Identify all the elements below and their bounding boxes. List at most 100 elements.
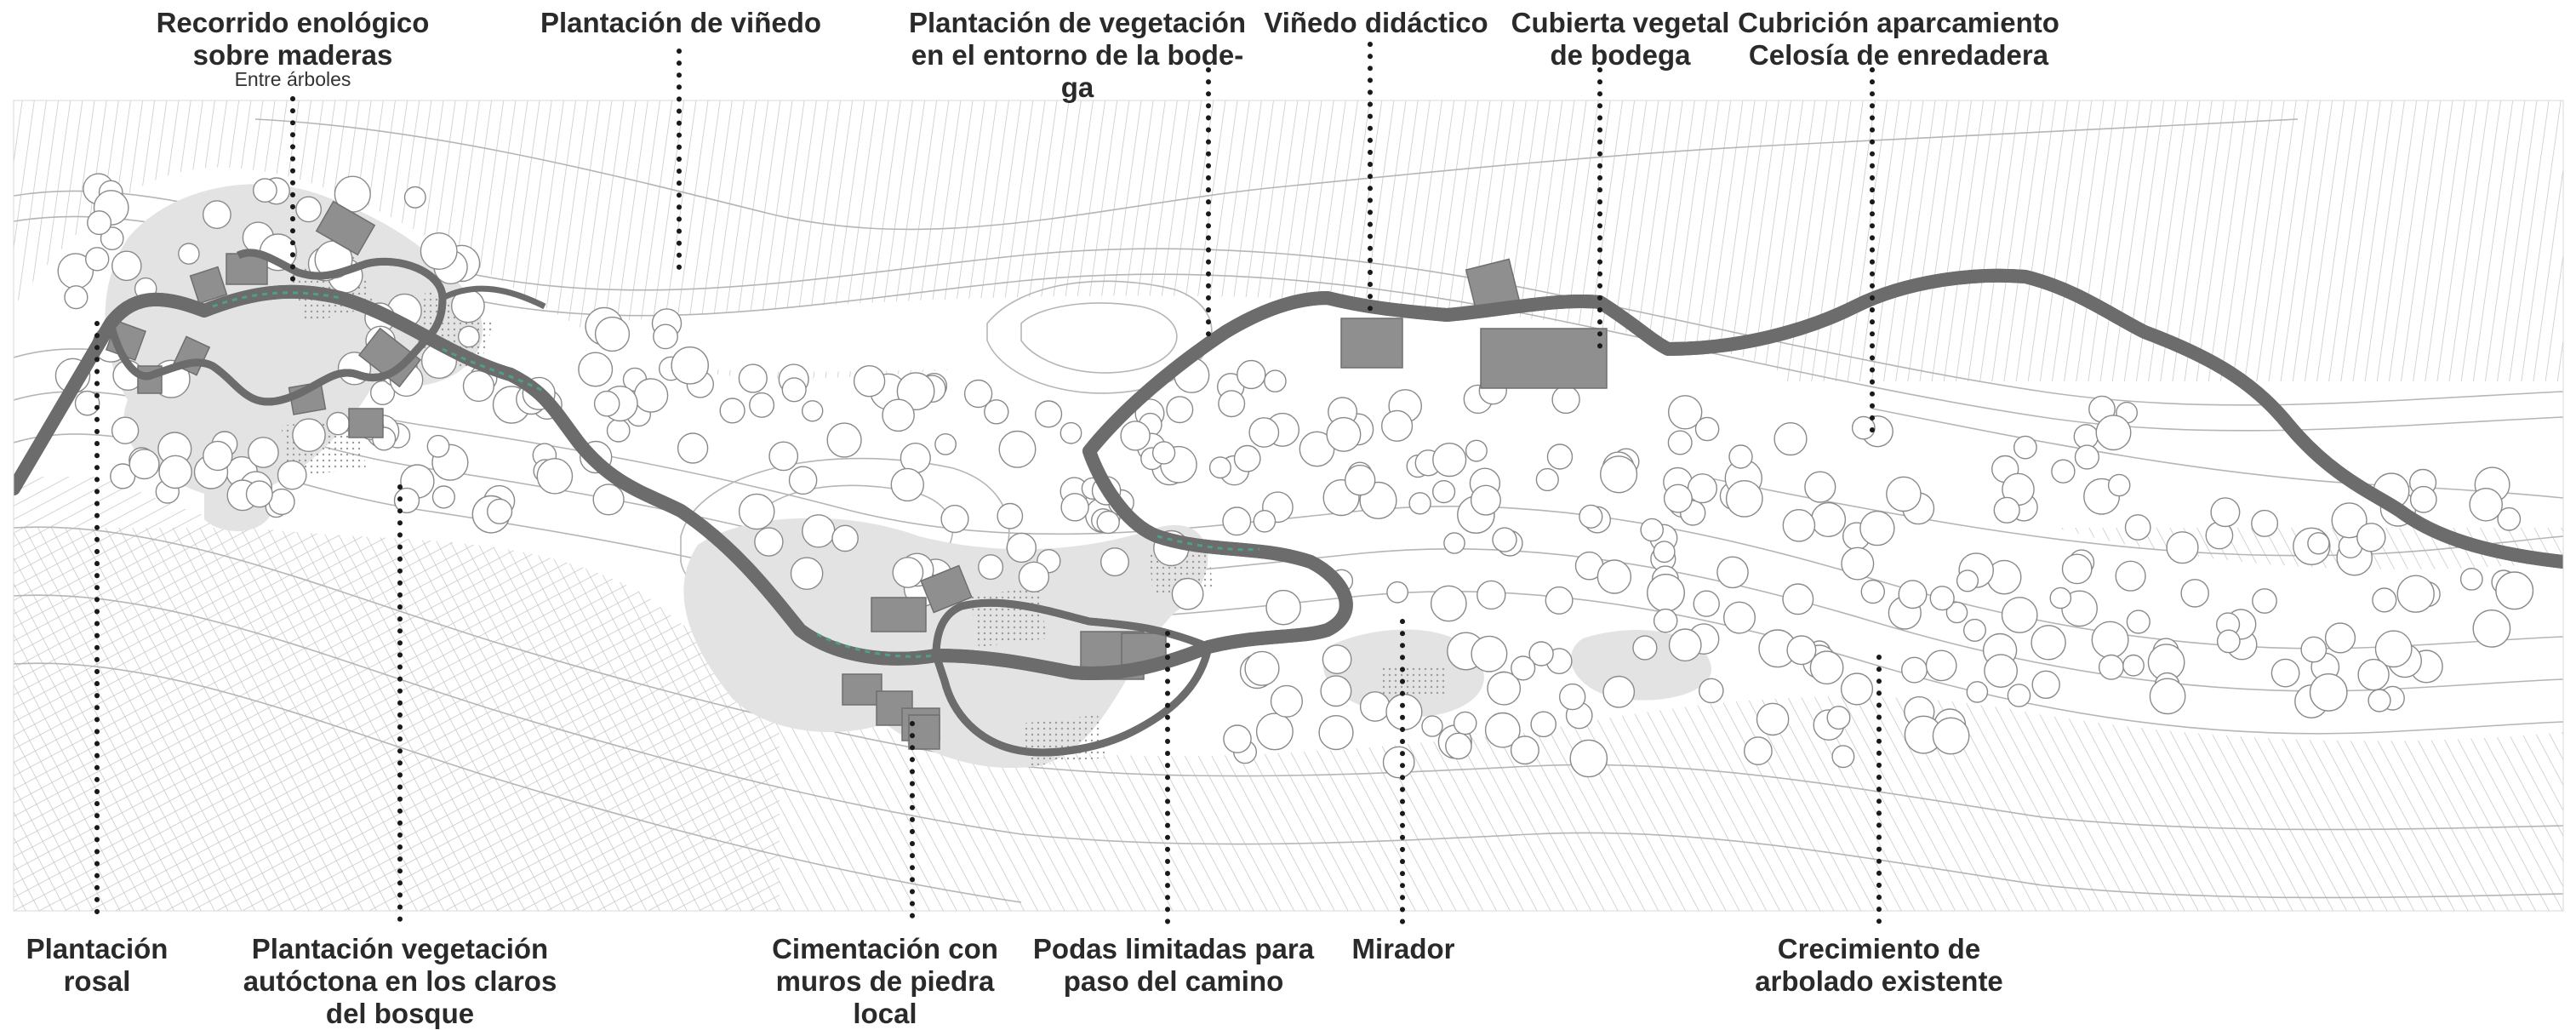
- tree: [1208, 456, 1231, 479]
- tree: [111, 250, 142, 282]
- tree: [1599, 455, 1638, 494]
- tree: [1962, 618, 1986, 642]
- tree: [247, 437, 279, 468]
- tree: [1956, 569, 1979, 592]
- tree: [1530, 711, 1556, 738]
- tree: [1898, 580, 1928, 609]
- tree: [1841, 546, 1875, 581]
- tree: [1421, 715, 1443, 737]
- tree: [1492, 527, 1517, 552]
- tree: [486, 498, 513, 524]
- tree: [802, 514, 836, 548]
- tree: [1653, 608, 1678, 633]
- tree: [1632, 635, 1658, 661]
- pavilion-11: [920, 564, 973, 614]
- tree: [1932, 717, 1970, 755]
- tree: [781, 377, 807, 403]
- tree: [1248, 417, 1280, 448]
- tree: [1809, 650, 1844, 685]
- tree: [1120, 421, 1151, 451]
- tree: [2300, 636, 2328, 663]
- tree: [1344, 464, 1376, 496]
- tree: [1253, 510, 1277, 533]
- pavilion-2: [189, 266, 228, 305]
- tree: [963, 379, 993, 409]
- tree: [426, 434, 450, 458]
- tree: [1859, 510, 1895, 546]
- pavilion-9: [348, 408, 384, 438]
- tree: [1773, 421, 1808, 456]
- tree: [1096, 510, 1120, 535]
- tree: [671, 346, 710, 385]
- tree: [738, 493, 775, 530]
- tree: [831, 524, 859, 552]
- pavilion-10: [871, 597, 927, 632]
- tree: [1453, 711, 1477, 735]
- tree: [1430, 585, 1467, 622]
- tree: [2251, 509, 2279, 537]
- tree: [1100, 547, 1129, 577]
- tree: [2356, 523, 2386, 552]
- tree: [1386, 581, 1409, 604]
- tree: [1431, 479, 1456, 504]
- tree: [462, 369, 494, 403]
- tree: [1860, 579, 1886, 604]
- tree: [1255, 712, 1294, 751]
- tree: [1602, 675, 1636, 708]
- tree: [295, 196, 322, 223]
- tree: [606, 418, 631, 443]
- tree: [420, 232, 458, 271]
- tree: [2374, 630, 2413, 668]
- tree: [536, 458, 574, 495]
- tree: [1646, 574, 1685, 613]
- leader-lines: [94, 42, 1882, 926]
- tree: [633, 378, 669, 413]
- tree: [882, 398, 915, 432]
- tree: [1432, 442, 1467, 478]
- tree: [1237, 359, 1266, 390]
- tree: [1786, 635, 1817, 666]
- tree: [677, 432, 709, 464]
- wine-walkway: [14, 253, 2563, 752]
- tree: [2149, 678, 2186, 715]
- tree: [1510, 735, 1539, 765]
- tree: [1667, 395, 1703, 430]
- tree: [2115, 560, 2146, 592]
- tree: [1782, 509, 1816, 542]
- tree: [1840, 672, 1874, 706]
- tree: [1408, 492, 1431, 515]
- tree: [1551, 385, 1580, 415]
- tree: [403, 186, 426, 209]
- tree: [1653, 541, 1676, 564]
- tree: [1725, 480, 1763, 518]
- tree: [129, 449, 160, 480]
- tree: [1264, 369, 1287, 393]
- tree: [1831, 745, 1855, 769]
- tree: [1487, 671, 1522, 706]
- tree: [1151, 441, 1176, 465]
- tree: [997, 502, 1024, 529]
- tree: [2095, 415, 2132, 451]
- tree: [1445, 732, 1472, 760]
- tree: [370, 380, 396, 405]
- tree: [1804, 471, 1836, 503]
- tree: [2061, 553, 2093, 585]
- tree: [1006, 532, 1037, 564]
- tree: [2210, 497, 2241, 528]
- tree: [2309, 673, 2348, 712]
- label-recorrido-sub: Entre árboles: [234, 68, 351, 90]
- tree: [826, 422, 862, 458]
- didactic-pavilion: [1340, 318, 1403, 369]
- tree: [178, 243, 200, 265]
- tree: [1244, 650, 1280, 686]
- tree: [1810, 501, 1847, 537]
- tree: [754, 527, 784, 557]
- tree: [1558, 683, 1586, 711]
- tree: [1993, 496, 2020, 524]
- tree: [896, 372, 935, 410]
- tree: [2031, 670, 2060, 699]
